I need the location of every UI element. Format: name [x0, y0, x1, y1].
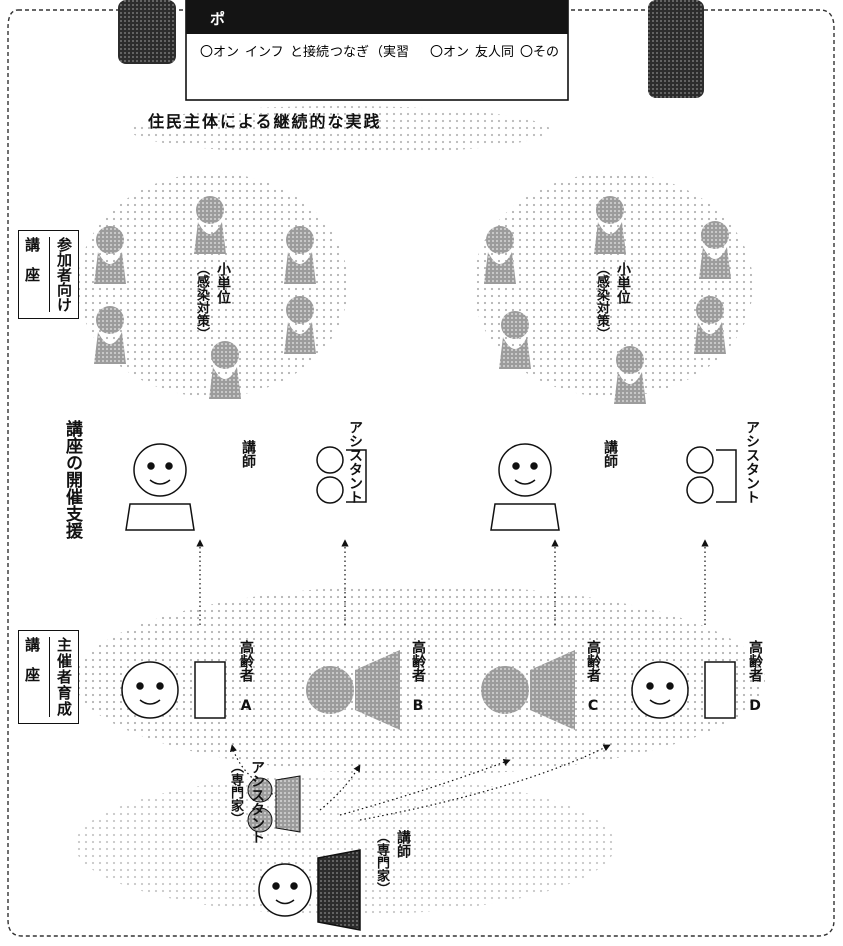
top-note-box: ポ 〇オン インフ と接続 つなぎ （実習 〇オン 友人同 〇その [185, 0, 569, 101]
unit-label-top: 小単位 （感染対策） [194, 262, 231, 340]
support-figures-bottom [490, 443, 737, 531]
support-teacher-label-bottom: 講師 [602, 440, 618, 468]
box-title: ポ [210, 10, 225, 28]
support-label: 講座の開催支援 [62, 420, 82, 539]
organizer-course-label: 主催者育成 講 座 [18, 630, 79, 724]
left-assistant-label: アシスタント （専門家） [228, 760, 265, 844]
box-line-7: 友人同 [475, 44, 514, 60]
senior-c-figure [481, 650, 575, 730]
support-teacher-label-top: 講師 [240, 440, 256, 468]
left-teacher-label: 講師 （専門家） [374, 830, 411, 895]
unit-label-bottom: 小単位 （感染対策） [594, 262, 631, 340]
box-line-3: と接続 [290, 44, 329, 60]
box-line-6: 〇オン [430, 45, 469, 60]
participant-cloud-top [78, 173, 348, 397]
support-figures-top [125, 443, 367, 531]
seniors-cloud [75, 585, 765, 775]
participant-figures-top [94, 196, 316, 399]
senior-b-label: 高齢者 B [410, 640, 426, 714]
outer-frame [7, 9, 835, 937]
left-teacher-figure [258, 849, 361, 931]
senior-b-figure [306, 650, 400, 730]
box-line-8: 〇その [520, 45, 559, 60]
senior-a-figure [121, 661, 226, 719]
box-line-2: インフ [245, 45, 284, 60]
box-line-4: つなぎ [330, 45, 369, 60]
left-assistant-figures [247, 775, 301, 833]
practice-label: 住民主体による継続的な実践 [148, 112, 382, 131]
participant-course-label: 参加者向け 講 座 [18, 230, 79, 319]
senior-c-label: 高齢者 C [585, 640, 601, 714]
support-arrows [196, 539, 709, 625]
practice-cloud [130, 106, 550, 154]
support-assistant-label-bottom: アシスタント [744, 420, 760, 504]
support-assistant-label-top: アシスタント [347, 420, 363, 504]
participant-cloud-bottom [473, 173, 753, 397]
box-line-1: 〇オン [200, 45, 239, 60]
top-dark-block-right [648, 0, 704, 98]
participant-figures-bottom [484, 196, 731, 404]
senior-d-figure [631, 661, 736, 719]
senior-d-label: 高齢者 D [747, 640, 763, 714]
left-group-cloud [75, 775, 615, 915]
box-line-5: （実習 [370, 44, 409, 60]
top-dark-block-left [118, 0, 176, 64]
senior-a-label: 高齢者 A [238, 640, 254, 714]
